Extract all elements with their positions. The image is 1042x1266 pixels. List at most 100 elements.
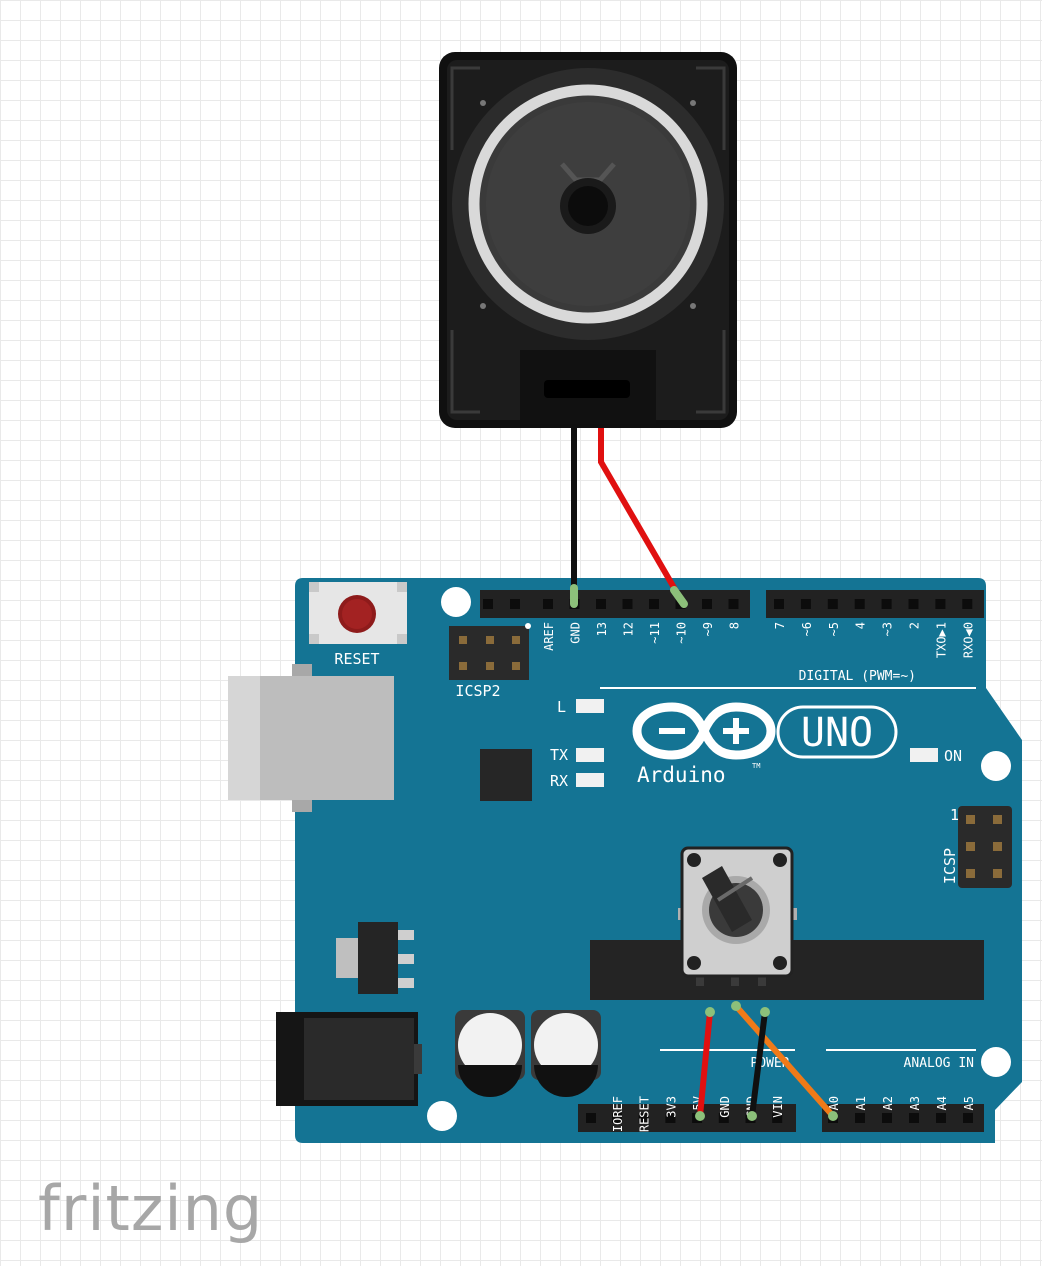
pot-leg	[696, 972, 704, 986]
pin-label: 7	[773, 622, 787, 629]
header-pin[interactable]	[881, 599, 892, 609]
wire-speaker-pin10[interactable]	[598, 428, 688, 608]
icsp-header[interactable]	[958, 806, 1012, 888]
logo-tm: TM	[752, 762, 760, 770]
digital-label: DIGITAL (PWM=~)	[799, 669, 916, 684]
capacitor	[455, 1010, 525, 1097]
led-rx-label: RX	[550, 772, 568, 790]
header-pin[interactable]	[728, 599, 739, 609]
power-jack[interactable]	[276, 1012, 422, 1106]
logo-brand: Arduino	[637, 763, 726, 787]
pin-label: RXO◀0	[961, 622, 975, 658]
corner-bracket	[450, 66, 480, 150]
mounting-hole	[981, 1047, 1011, 1077]
header-pin[interactable]	[622, 599, 633, 609]
pin-label: 4	[854, 622, 868, 629]
pin-label: 12	[622, 622, 636, 636]
speaker[interactable]	[439, 52, 737, 428]
header-pin[interactable]	[612, 1113, 622, 1123]
led-tx-label: TX	[550, 746, 568, 764]
speaker-screw	[690, 100, 696, 106]
usb-connector[interactable]	[228, 664, 394, 812]
capacitor	[531, 1010, 601, 1097]
header-pin[interactable]	[827, 599, 838, 609]
analog-header[interactable]	[822, 1104, 984, 1132]
wire-pot-a0[interactable]	[731, 1001, 838, 1121]
header-pin[interactable]	[510, 599, 520, 609]
arduino-uno-board[interactable]: RESET ICSP2	[228, 578, 1022, 1143]
wire-pot-5v[interactable]	[695, 1007, 715, 1121]
header-pin[interactable]	[586, 1113, 596, 1123]
header-pin[interactable]	[702, 599, 712, 609]
pin-label: VIN	[771, 1096, 785, 1118]
header-pin[interactable]	[962, 599, 973, 609]
pin-label: A5	[962, 1096, 976, 1110]
pin-label: A2	[881, 1096, 895, 1110]
icsp2-header[interactable]	[449, 626, 529, 680]
potentiometer[interactable]	[678, 846, 797, 986]
uno-badge	[776, 705, 898, 759]
header-pin[interactable]	[935, 599, 946, 609]
header-pin[interactable]	[882, 1113, 892, 1123]
header-pin[interactable]	[649, 599, 659, 609]
header-pin[interactable]	[855, 1113, 865, 1123]
pot-screw	[773, 853, 787, 867]
header-pin[interactable]	[483, 599, 493, 609]
header-pin[interactable]	[772, 1113, 783, 1123]
led-on-label: ON	[944, 747, 962, 765]
pin-label: ~5	[827, 622, 841, 636]
pot-leg	[758, 972, 766, 986]
digital-header-right[interactable]	[766, 590, 984, 618]
pot-screw	[773, 956, 787, 970]
header-pin[interactable]	[908, 599, 919, 609]
pot-screw	[687, 956, 701, 970]
pin-label: ~10	[675, 622, 689, 644]
led-l	[576, 699, 604, 713]
mounting-hole	[427, 1101, 457, 1131]
pot-screw	[687, 853, 701, 867]
mounting-hole	[981, 751, 1011, 781]
header-pin[interactable]	[854, 599, 865, 609]
arduino-infinity-logo	[632, 702, 776, 760]
speaker-dust-cap-inner	[568, 186, 608, 226]
icsp-label: ICSP	[941, 848, 959, 884]
pin-label: IOREF	[611, 1096, 625, 1132]
header-pin[interactable]	[543, 599, 553, 609]
led-tx	[576, 748, 604, 762]
pin-label: RESET	[638, 1096, 652, 1132]
pin1-marker	[525, 623, 531, 629]
pin-label: ~9	[701, 622, 715, 636]
header-pin[interactable]	[638, 1113, 649, 1123]
pin-label: ~11	[648, 622, 662, 644]
header-pin[interactable]	[774, 599, 784, 609]
speaker-screw	[480, 303, 486, 309]
header-pin[interactable]	[963, 1113, 973, 1123]
pin-label: GND	[718, 1096, 732, 1118]
led-l-label: L	[557, 698, 566, 716]
header-pin[interactable]	[596, 599, 606, 609]
wire-pot-gnd[interactable]	[747, 1007, 770, 1121]
pin-label: 13	[595, 622, 609, 636]
speaker-terminal-slot	[544, 380, 630, 398]
pin-label: TXO▶1	[934, 622, 948, 658]
voltage-regulator	[336, 922, 414, 994]
header-pin[interactable]	[909, 1113, 919, 1123]
led-rx	[576, 773, 604, 787]
corner-bracket	[450, 330, 480, 414]
header-pin[interactable]	[718, 1113, 729, 1123]
corner-bracket	[696, 330, 726, 414]
logo-model: UNO	[801, 710, 873, 756]
header-pin[interactable]	[936, 1113, 946, 1123]
header-pin[interactable]	[665, 1113, 676, 1123]
pot-body-outline	[680, 846, 794, 978]
pot-shaft	[702, 866, 752, 932]
icsp2-label: ICSP2	[455, 682, 500, 700]
corner-bracket	[696, 66, 726, 150]
reset-button[interactable]	[309, 582, 407, 644]
pin-label: GND	[569, 622, 583, 644]
speaker-screw	[480, 100, 486, 106]
pot-leg	[731, 972, 739, 986]
header-pin[interactable]	[800, 599, 811, 609]
board-pcb	[295, 578, 1022, 1143]
